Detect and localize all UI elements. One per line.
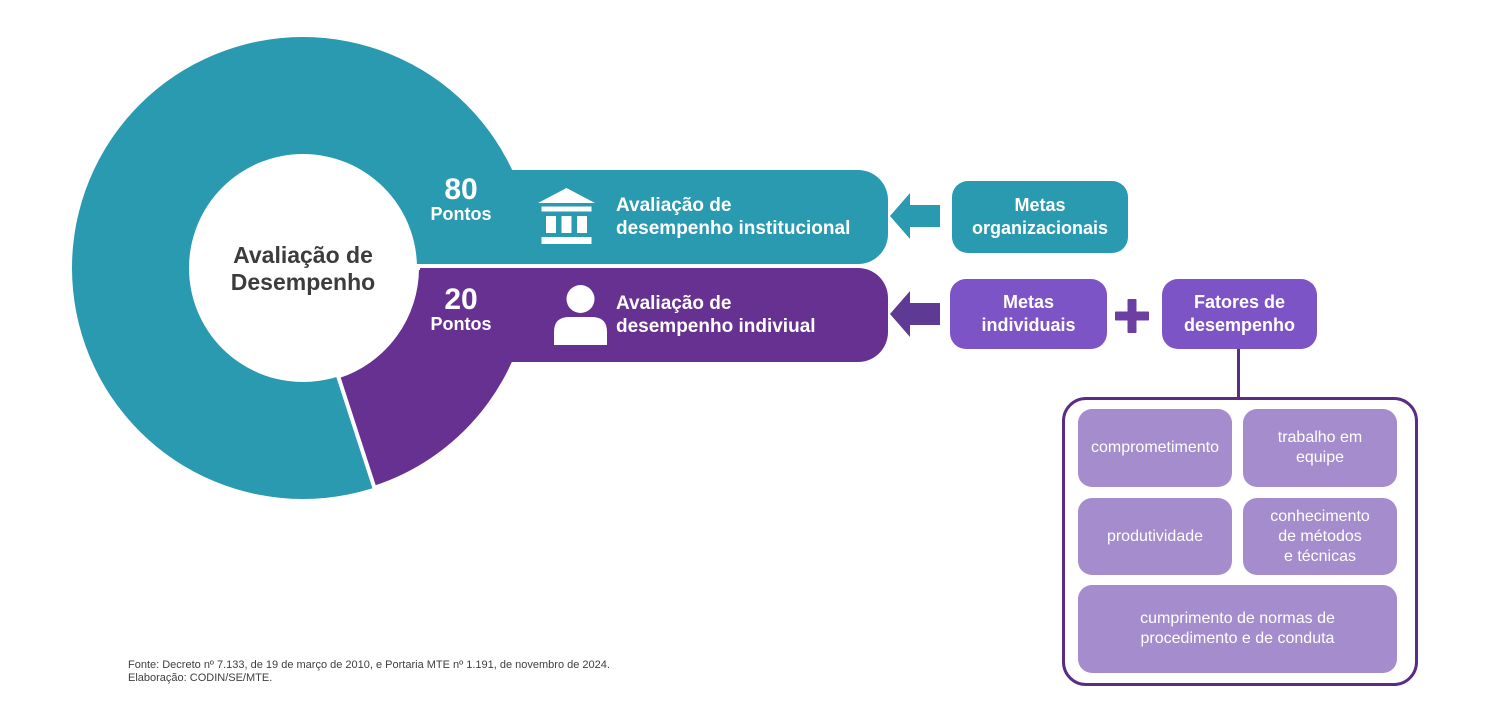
institution-icon [538, 188, 595, 244]
metas-individuais-line2: individuais [981, 315, 1076, 335]
donut-center-label: Avaliação de Desempenho [185, 242, 421, 296]
arrow-left-icon-teal [890, 193, 940, 239]
metas-organizacionais-line1: Metas [1014, 195, 1066, 215]
source-note-line1: Fonte: Decreto nº 7.133, de 19 de março … [128, 659, 610, 671]
connector-line [1237, 349, 1240, 398]
factor-text: trabalho em [1277, 429, 1363, 446]
factor-item-conhecimento: conhecimento de métodos e técnicas [1243, 498, 1397, 575]
factor-text: conhecimento [1270, 507, 1370, 525]
points-label-individual: 20 Pontos [414, 284, 508, 334]
institutional-bar-label: Avaliação de desempenho institucional [616, 170, 850, 264]
source-note-line2: Elaboração: CODIN/SE/MTE. [128, 672, 273, 684]
points-word-individual: Pontos [430, 314, 492, 334]
factor-item-trabalho-em-equipe: trabalho em equipe [1243, 409, 1397, 487]
points-value-individual: 20 [444, 283, 478, 316]
factor-item-produtividade: produtividade [1078, 498, 1232, 575]
factor-item-comprometimento: comprometimento [1078, 409, 1232, 487]
factor-text: equipe [1295, 449, 1345, 466]
factor-text: cumprimento de normas de [1140, 610, 1335, 627]
source-note: Fonte: Decreto nº 7.133, de 19 de março … [128, 659, 610, 685]
individual-bar-label: Avaliação de desempenho indiviual [616, 268, 816, 362]
individual-bar: Avaliação de desempenho indiviual [420, 268, 888, 362]
fatores-desempenho-box: Fatores de desempenho [1162, 279, 1317, 349]
metas-organizacionais-box: Metas organizacionais [952, 181, 1128, 253]
factor-text: produtividade [1106, 527, 1204, 545]
factor-text: procedimento e de conduta [1140, 630, 1335, 647]
individual-bar-line1: Avaliação de [616, 293, 732, 314]
factor-text: e técnicas [1283, 547, 1357, 565]
donut-hole [189, 154, 417, 382]
plus-icon [1115, 299, 1149, 333]
person-icon [554, 285, 607, 345]
factor-item-cumprimento-normas: cumprimento de normas de procedimento e … [1078, 585, 1397, 673]
arrow-left-icon-purple [890, 291, 940, 337]
metas-individuais-line1: Metas [1002, 292, 1055, 312]
institutional-bar-line1: Avaliação de [616, 195, 732, 216]
points-label-institutional: 80 Pontos [414, 174, 508, 224]
fatores-desempenho-line2: desempenho [1183, 315, 1296, 335]
institutional-bar-line2: desempenho institucional [616, 218, 851, 239]
factor-text: comprometimento [1090, 439, 1220, 456]
metas-individuais-box: Metas individuais [950, 279, 1107, 349]
points-word-institutional: Pontos [430, 204, 492, 224]
donut-center-line1: Avaliação de [233, 242, 373, 268]
points-value-institutional: 80 [444, 173, 478, 206]
institutional-bar: Avaliação de desempenho institucional [420, 170, 888, 264]
segment-divider [392, 264, 888, 268]
factors-container: comprometimento trabalho em equipe produ… [1062, 397, 1418, 686]
metas-organizacionais-line2: organizacionais [971, 218, 1109, 238]
donut-center-line2: Desempenho [230, 269, 376, 295]
fatores-desempenho-line1: Fatores de [1193, 292, 1286, 312]
individual-bar-line2: desempenho indiviual [616, 316, 816, 337]
factor-text: de métodos [1278, 527, 1362, 545]
